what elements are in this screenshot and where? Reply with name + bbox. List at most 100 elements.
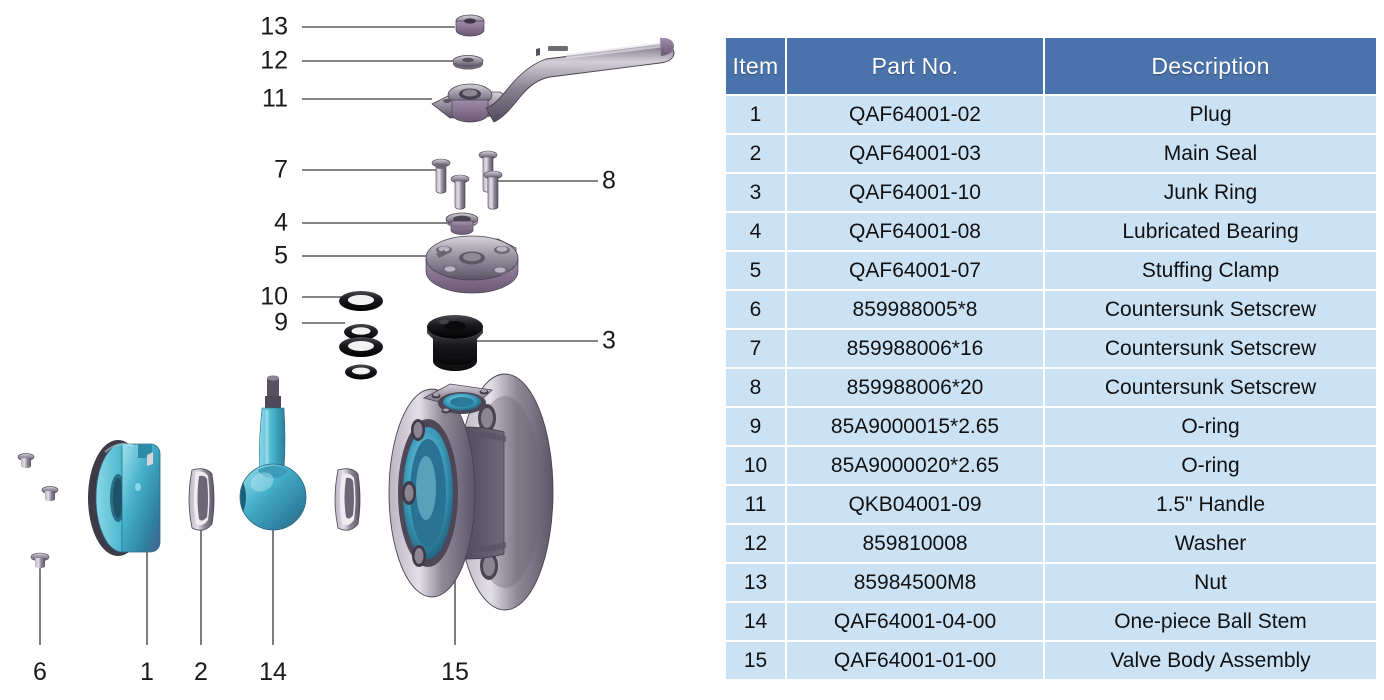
cell-part-no: QAF64001-02 [787, 96, 1043, 133]
cell-description: Stuffing Clamp [1045, 252, 1376, 289]
cell-item: 3 [726, 174, 785, 211]
cell-part-no: 859988006*20 [787, 369, 1043, 406]
table-row: 12 859810008 Washer [726, 525, 1376, 562]
cell-part-no: 859988005*8 [787, 291, 1043, 328]
callout-11: 11 [262, 84, 288, 113]
callout-2: 2 [194, 658, 208, 686]
cell-item: 15 [726, 642, 785, 679]
callout-4: 4 [274, 208, 288, 237]
callout-12: 12 [260, 46, 288, 75]
part-oring-extra-2 [345, 364, 377, 380]
part-ball-stem-14 [239, 375, 307, 531]
header-item: Item [726, 38, 785, 94]
callout-10: 10 [260, 282, 288, 311]
cell-item: 6 [726, 291, 785, 328]
part-oring-9 [344, 324, 378, 340]
table-row: 14 QAF64001-04-00 One-piece Ball Stem [726, 603, 1376, 640]
callout-7: 7 [274, 155, 288, 184]
callout-14: 14 [259, 658, 287, 686]
cell-description: Junk Ring [1045, 174, 1376, 211]
callout-15: 15 [441, 658, 469, 686]
part-junk-ring-3 [427, 315, 483, 371]
cell-part-no: 85A9000015*2.65 [787, 408, 1043, 445]
table-row: 8 859988006*20 Countersunk Setscrew [726, 369, 1376, 406]
part-oring-extra-1 [339, 337, 383, 357]
callout-3: 3 [602, 326, 616, 355]
table-row: 1 QAF64001-02 Plug [726, 96, 1376, 133]
header-description: Description [1045, 38, 1376, 94]
cell-part-no: 859810008 [787, 525, 1043, 562]
table-header-row: Item Part No. Description [726, 38, 1376, 94]
part-washer-12 [452, 55, 484, 70]
cell-description: Lubricated Bearing [1045, 213, 1376, 250]
exploded-parts-diagram: 13 12 11 7 4 5 10 9 8 3 6 1 2 14 15 [17, 12, 675, 686]
cell-item: 12 [726, 525, 785, 562]
cell-item: 13 [726, 564, 785, 601]
parts-table-body: 1 QAF64001-02 Plug 2 QAF64001-03 Main Se… [726, 96, 1376, 679]
part-stuffing-clamp-5 [425, 235, 519, 294]
table-row: 5 QAF64001-07 Stuffing Clamp [726, 252, 1376, 289]
table-row: 7 859988006*16 Countersunk Setscrew [726, 330, 1376, 367]
callout-6: 6 [33, 658, 47, 686]
callout-1: 1 [140, 658, 154, 686]
table-row: 10 85A9000020*2.65 O-ring [726, 447, 1376, 484]
cell-description: O-ring [1045, 408, 1376, 445]
cell-item: 7 [726, 330, 785, 367]
cell-item: 10 [726, 447, 785, 484]
cell-part-no: QAF64001-04-00 [787, 603, 1043, 640]
cell-item: 5 [726, 252, 785, 289]
cell-part-no: 85984500M8 [787, 564, 1043, 601]
cell-part-no: QAF64001-03 [787, 135, 1043, 172]
part-setscrew-8 [478, 150, 503, 210]
cell-description: Countersunk Setscrew [1045, 369, 1376, 406]
table-row: 6 859988005*8 Countersunk Setscrew [726, 291, 1376, 328]
part-valve-body-15 [388, 373, 554, 611]
cell-part-no: 859988006*16 [787, 330, 1043, 367]
table-row: 13 85984500M8 Nut [726, 564, 1376, 601]
part-oring-10 [339, 291, 383, 311]
table-row: 4 QAF64001-08 Lubricated Bearing [726, 213, 1376, 250]
table-row: 3 QAF64001-10 Junk Ring [726, 174, 1376, 211]
cell-description: Nut [1045, 564, 1376, 601]
cell-description: Valve Body Assembly [1045, 642, 1376, 679]
cell-part-no: QAF64001-08 [787, 213, 1043, 250]
callout-5: 5 [274, 241, 288, 270]
cell-description: Countersunk Setscrew [1045, 330, 1376, 367]
cell-item: 4 [726, 213, 785, 250]
table-row: 9 85A9000015*2.65 O-ring [726, 408, 1376, 445]
cell-part-no: QAF64001-07 [787, 252, 1043, 289]
cell-description: One-piece Ball Stem [1045, 603, 1376, 640]
part-handle-11 [431, 37, 675, 123]
cell-description: 1.5" Handle [1045, 486, 1376, 523]
part-setscrew-7 [431, 158, 470, 210]
cell-item: 8 [726, 369, 785, 406]
table-row: 15 QAF64001-01-00 Valve Body Assembly [726, 642, 1376, 679]
part-seat-ring [334, 468, 361, 531]
cell-item: 2 [726, 135, 785, 172]
callout-13: 13 [260, 12, 288, 41]
cell-item: 14 [726, 603, 785, 640]
part-bearing-4 [445, 212, 479, 235]
table-row: 11 QKB04001-09 1.5" Handle [726, 486, 1376, 523]
cell-item: 11 [726, 486, 785, 523]
cell-part-no: QKB04001-09 [787, 486, 1043, 523]
callout-8: 8 [602, 166, 616, 195]
cell-description: Countersunk Setscrew [1045, 291, 1376, 328]
cell-part-no: QAF64001-10 [787, 174, 1043, 211]
cell-item: 1 [726, 96, 785, 133]
cell-part-no: QAF64001-01-00 [787, 642, 1043, 679]
parts-list-panel: Item Part No. Description 1 QAF64001-02 … [724, 36, 1378, 681]
part-setscrew-6 [17, 453, 59, 569]
parts-table: Item Part No. Description 1 QAF64001-02 … [724, 36, 1378, 681]
part-main-seal-2 [188, 468, 215, 531]
part-nut-13 [455, 14, 485, 37]
part-oring-stack [339, 291, 383, 380]
cell-description: Main Seal [1045, 135, 1376, 172]
header-part-no: Part No. [787, 38, 1043, 94]
table-row: 2 QAF64001-03 Main Seal [726, 135, 1376, 172]
callout-9: 9 [274, 308, 288, 337]
cell-item: 9 [726, 408, 785, 445]
cell-description: Washer [1045, 525, 1376, 562]
part-plug-1 [88, 440, 161, 556]
cell-part-no: 85A9000020*2.65 [787, 447, 1043, 484]
